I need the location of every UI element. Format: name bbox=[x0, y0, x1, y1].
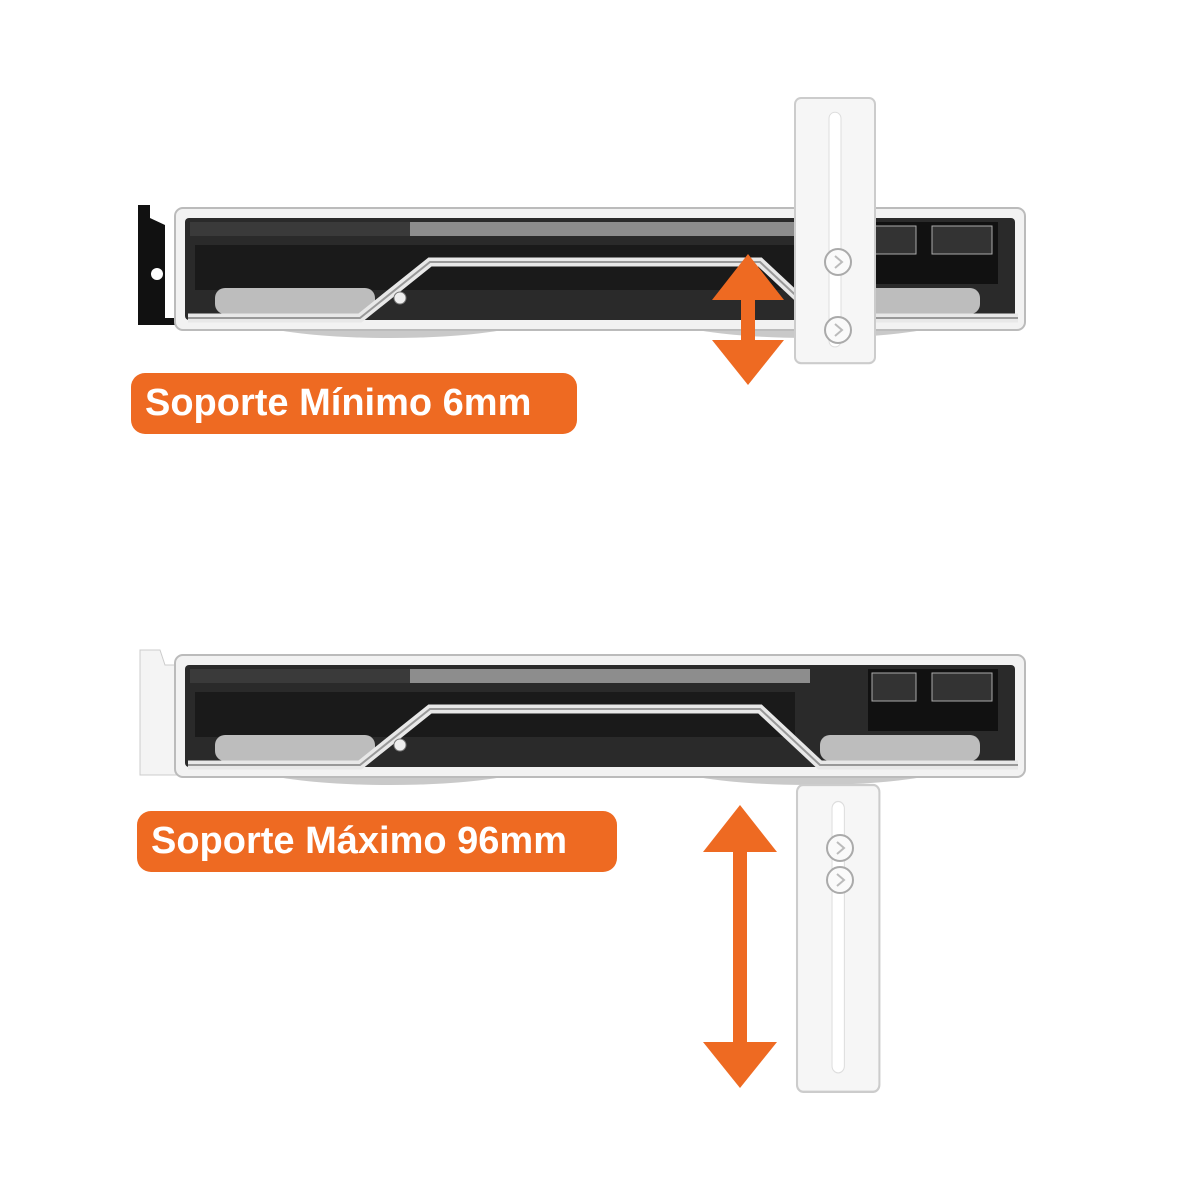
screw-icon bbox=[824, 316, 852, 344]
pci-bracket-black bbox=[138, 205, 178, 325]
screw-icon bbox=[826, 866, 854, 894]
screw-icon bbox=[826, 834, 854, 862]
min-support-label: Soporte Mínimo 6mm bbox=[131, 373, 577, 434]
double-arrow-icon bbox=[712, 254, 784, 385]
pci-bracket-white bbox=[139, 649, 179, 776]
gpu-min bbox=[138, 96, 1025, 385]
screw-icon bbox=[824, 248, 852, 276]
double-arrow-icon bbox=[703, 805, 777, 1088]
support-bracket-max bbox=[795, 783, 881, 1093]
gpu-max bbox=[139, 649, 1025, 1093]
max-support-label: Soporte Máximo 96mm bbox=[137, 811, 617, 872]
